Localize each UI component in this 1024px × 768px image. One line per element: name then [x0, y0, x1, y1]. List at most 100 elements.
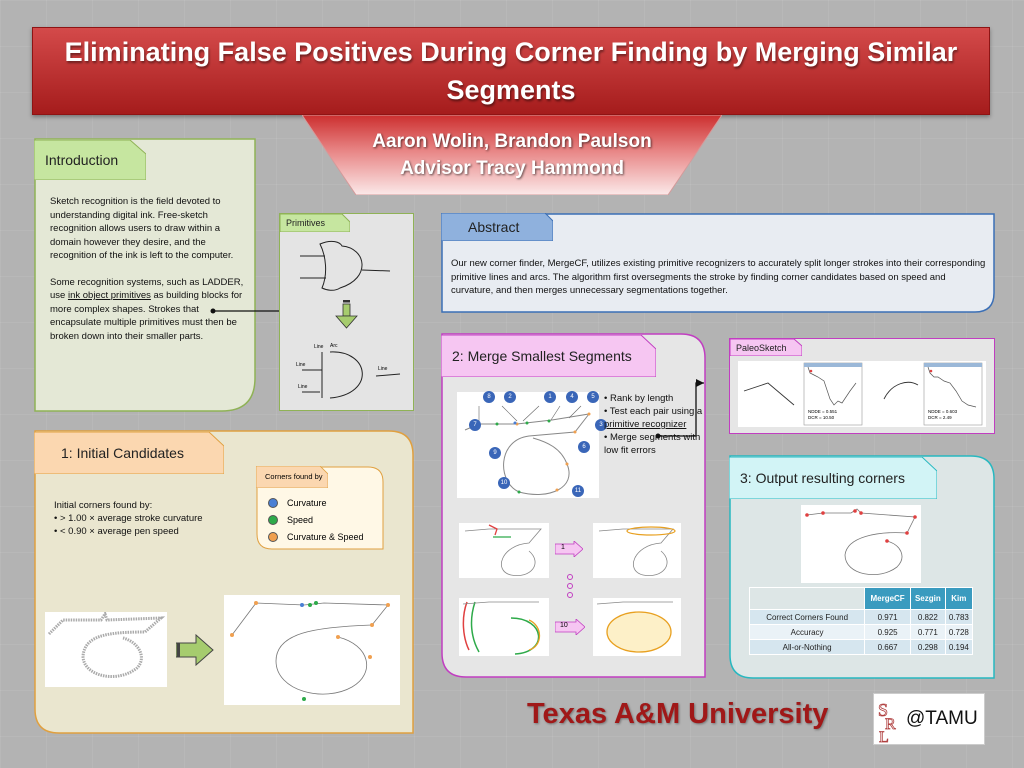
primitives-tab: Primitives — [280, 214, 350, 232]
table-cell: 0.771 — [909, 624, 946, 640]
initial-bullet-curvature: > 1.00 × average stroke curvature — [54, 512, 254, 525]
merge-number-badge: 11 — [572, 485, 584, 497]
merge-bullet-merge: Merge segments with low fit errors — [604, 431, 704, 457]
primitive-label-line-1: Line — [296, 362, 306, 368]
merge-number-badge: 7 — [469, 419, 481, 431]
authors-banner-shape — [302, 115, 722, 195]
table-cell: 0.298 — [909, 639, 946, 655]
merge-step-arrow-1: 1 — [555, 541, 583, 557]
intro-to-primitives-arrow — [210, 307, 287, 315]
merge-number-badge: 5 — [587, 391, 599, 403]
legend-label: Speed — [287, 514, 314, 525]
legend-item: Curvature — [268, 494, 364, 511]
paleosketch-stat-dcr-2: DCR = 2.49 — [928, 415, 952, 420]
primitive-label-line-4: Line — [298, 384, 308, 390]
table-cell: 0.822 — [909, 609, 946, 625]
merge-step-dots — [567, 574, 573, 598]
paleosketch-stat-ndde-2: NDDE = 0.603 — [928, 409, 958, 414]
table-cell: Correct Corners Found — [748, 609, 866, 625]
primitives-panel: Primitives Line Line Arc Line Line — [279, 213, 414, 411]
srl-logo-mark: S R L — [878, 700, 897, 744]
table-cell: 0.925 — [864, 624, 911, 640]
merge-step-label-1: 1 — [561, 544, 565, 551]
introduction-panel-bg — [34, 138, 256, 412]
abstract-heading: Abstract — [468, 219, 520, 235]
initial-bullet-speed: < 0.90 × average pen speed — [54, 525, 254, 538]
table-cell: 0.783 — [944, 609, 974, 625]
table-cell: 0.194 — [944, 639, 974, 655]
poster-title: Eliminating False Positives During Corne… — [64, 37, 958, 105]
merge-number-badge: 1 — [544, 391, 556, 403]
output-tab: 3: Output resulting corners — [729, 457, 937, 499]
output-corners-figure — [801, 505, 921, 583]
legend-title: Corners found by — [265, 472, 323, 481]
initial-candidates-tab: 1: Initial Candidates — [34, 432, 224, 474]
raw-stroke-figure — [45, 610, 167, 687]
advisor-name: Advisor Tracy Hammond — [400, 158, 624, 179]
primitive-label-line-2: Line — [314, 344, 324, 350]
paleosketch-stat-ndde-1: NDDE = 0.551 — [808, 409, 838, 414]
merge-bullet-rank: Rank by length — [604, 392, 704, 405]
introduction-heading: Introduction — [45, 152, 119, 168]
merge-step-figure-4 — [593, 598, 681, 656]
legend-dot-icon — [268, 531, 278, 542]
primitives-heading: Primitives — [286, 218, 326, 228]
merge-tab: 2: Merge Smallest Segments — [441, 335, 656, 377]
table-cell: All-or-Nothing — [748, 639, 866, 655]
initial-candidates-heading: 1: Initial Candidates — [61, 445, 184, 461]
merge-step-figure-1 — [459, 523, 549, 578]
merge-step-label-10: 10 — [560, 622, 568, 629]
introduction-tab: Introduction — [34, 140, 146, 180]
ink-primitives-link[interactable]: ink object primitives — [67, 290, 151, 301]
paleosketch-figure: NDDE = 0.551 DCR = 10.50 NDDE = 0.603 DC… — [738, 361, 986, 427]
svg-text:L: L — [879, 729, 889, 744]
paleosketch-tab: PaleoSketch — [730, 339, 802, 356]
initial-candidates-panel: 1: Initial Candidates Initial corners fo… — [34, 430, 414, 734]
merge-step-figure-2 — [593, 523, 681, 578]
legend-label: Curvature & Speed — [287, 531, 364, 542]
initial-corners-intro: Initial corners found by: — [54, 500, 153, 511]
paleosketch-stat-dcr-1: DCR = 10.50 — [808, 415, 835, 420]
merge-numbered-figure — [457, 392, 599, 498]
merge-heading: 2: Merge Smallest Segments — [452, 348, 632, 364]
legend-dot-icon — [268, 514, 278, 525]
svg-text:R: R — [885, 716, 896, 733]
svg-text:S: S — [878, 700, 888, 720]
legend-item: Speed — [268, 511, 364, 528]
initial-corners-figure — [224, 595, 400, 705]
primitive-label-arc: Arc — [330, 343, 338, 349]
table-header: Kim — [944, 587, 974, 610]
merge-step-figure-3 — [459, 598, 549, 656]
paleosketch-heading: PaleoSketch — [736, 342, 787, 353]
merge-number-badge: 8 — [483, 391, 495, 403]
table-header: Sezgin — [909, 587, 946, 610]
initial-arrow — [176, 634, 214, 666]
primitive-recognizer-link[interactable]: primitive recognizer — [604, 419, 687, 430]
paleosketch-panel: PaleoSketch NDDE = 0.551 DCR = 10.50 NDD… — [729, 338, 995, 434]
merge-number-badge: 2 — [504, 391, 516, 403]
table-cell: 0.667 — [864, 639, 911, 655]
abstract-tab: Abstract — [441, 213, 553, 241]
merge-number-badge: 4 — [566, 391, 578, 403]
introduction-panel: Introduction Sketch recognition is the f… — [34, 138, 256, 412]
merge-number-badge: 9 — [489, 447, 501, 459]
title-banner: Eliminating False Positives During Corne… — [32, 27, 990, 115]
table-header — [748, 587, 866, 610]
primitives-illustration: Line Line Arc Line Line — [296, 240, 401, 399]
merge-to-paleosketch-arrow — [655, 379, 704, 439]
merge-step-arrow-10: 10 — [555, 619, 585, 635]
author-names: Aaron Wolin, Brandon Paulson — [372, 131, 652, 152]
table-cell: 0.728 — [944, 624, 974, 640]
table-cell: 0.971 — [864, 609, 911, 625]
legend-dot-icon — [268, 497, 278, 508]
srl-logo: S R L @TAMU — [873, 693, 985, 745]
legend-label: Curvature — [287, 497, 327, 508]
university-name: Texas A&M University — [527, 698, 829, 730]
